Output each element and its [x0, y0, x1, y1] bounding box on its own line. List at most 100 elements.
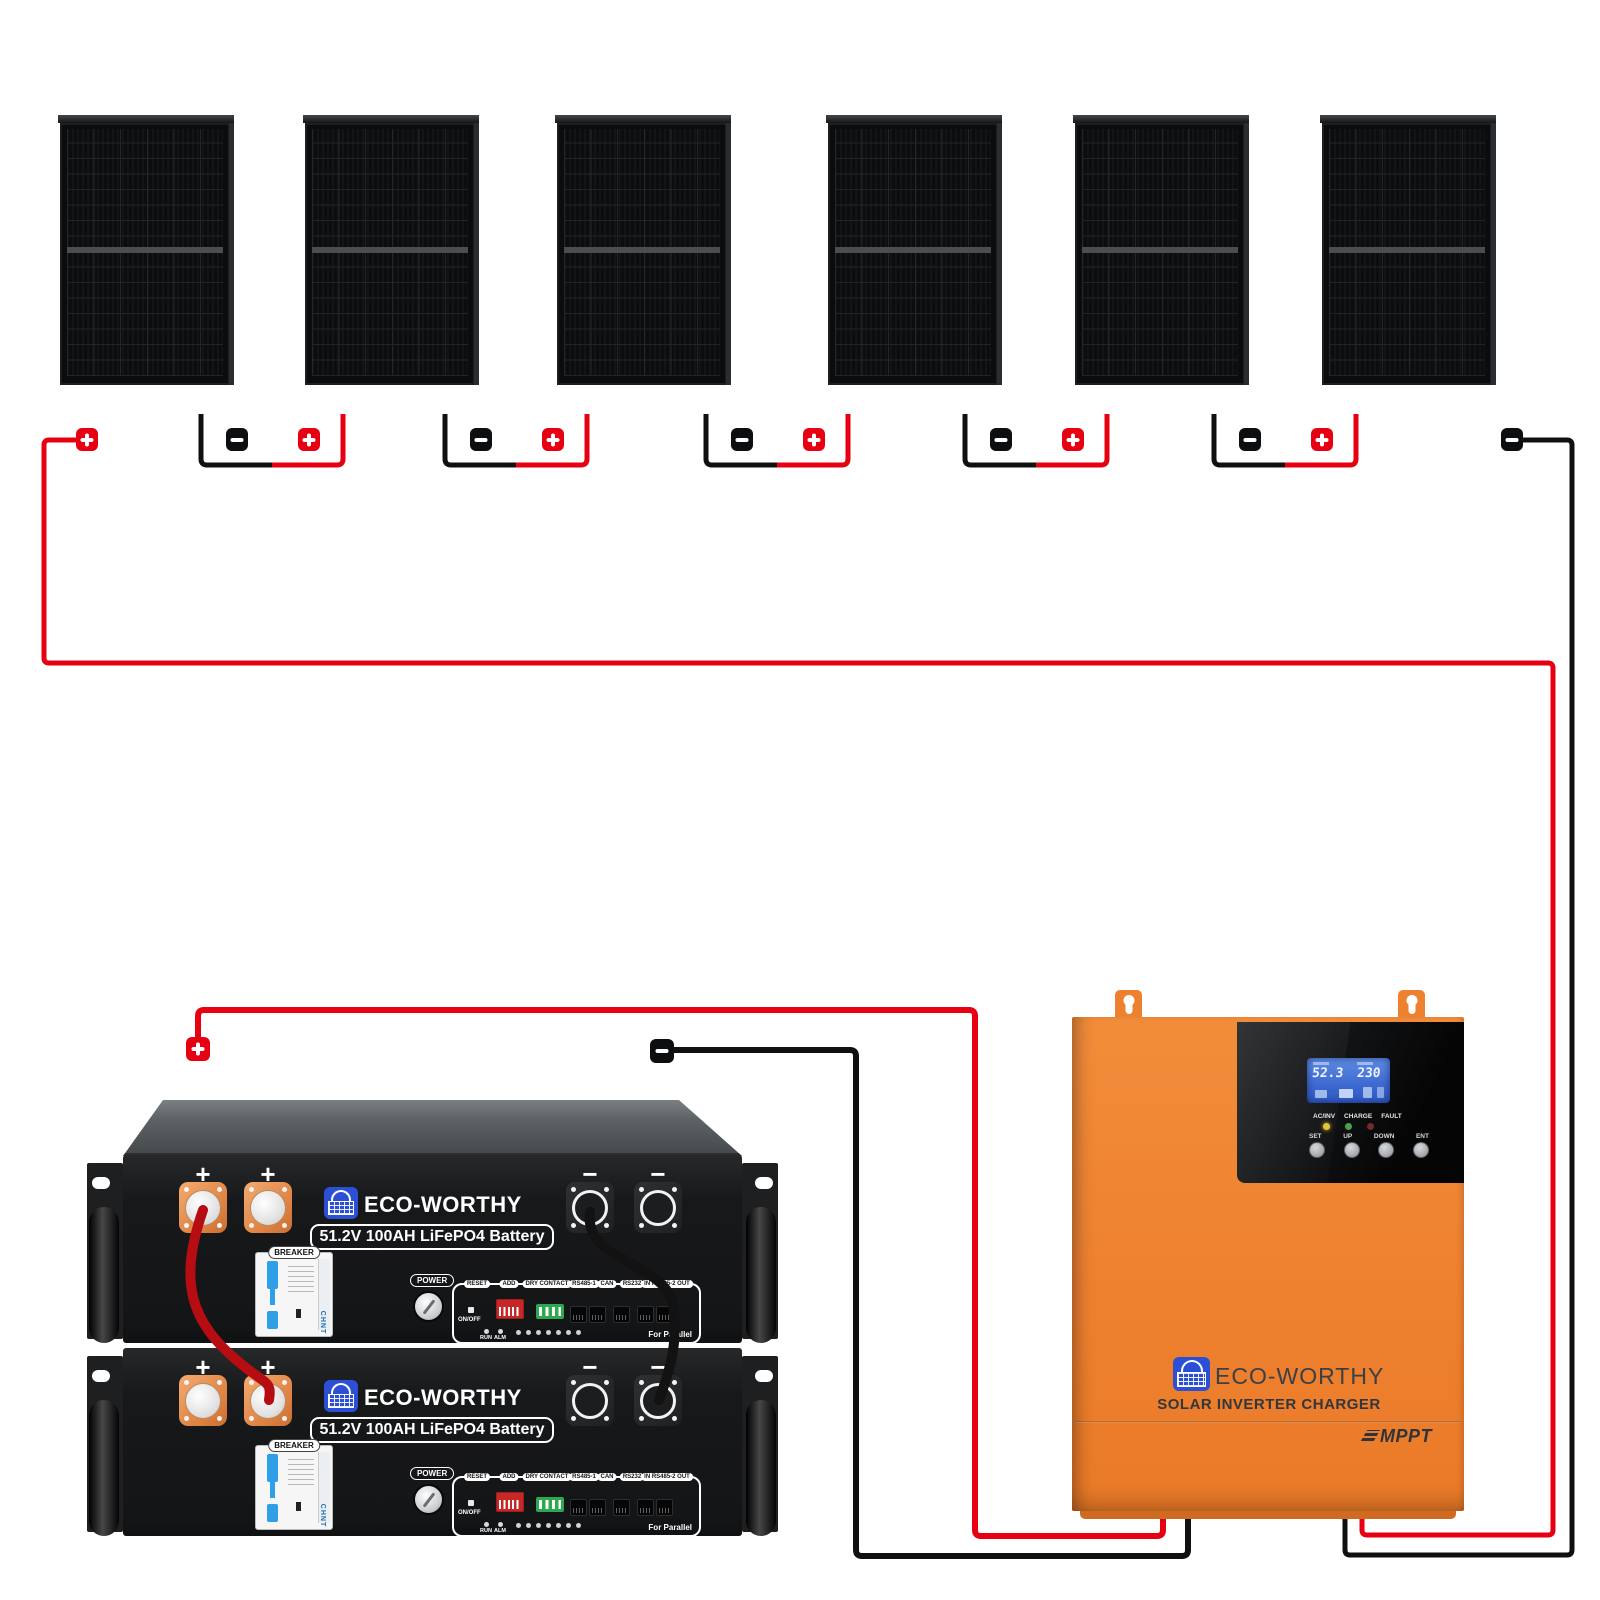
wire-series-1-pos [272, 414, 346, 468]
rack-ear-right [742, 1163, 778, 1343]
power-knob[interactable] [413, 1291, 444, 1322]
negative-terminal-1[interactable] [566, 1375, 614, 1426]
load-status-icon [1377, 1087, 1384, 1098]
breaker-switch[interactable] [267, 1454, 278, 1482]
pv-string-negative-connector-icon [1501, 428, 1523, 451]
button-label: UP [1343, 1133, 1353, 1140]
eco-worthy-logo-icon [324, 1187, 358, 1219]
button-label: SET [1309, 1133, 1322, 1140]
negative-terminal-label: − [650, 1352, 666, 1382]
handle[interactable] [89, 1207, 119, 1343]
led-label: AC/INV [1313, 1113, 1336, 1120]
dip-switch-block[interactable] [496, 1492, 524, 1512]
run-label: RUN [480, 1335, 492, 1341]
panel2-positive-connector-icon [298, 428, 320, 451]
up-button[interactable] [1343, 1142, 1360, 1158]
breaker-side-strip [318, 1452, 330, 1523]
port-label: DRY CONTACT [522, 1473, 572, 1481]
handle[interactable] [746, 1400, 776, 1536]
onoff-button[interactable] [468, 1307, 474, 1313]
led-label: FAULT [1381, 1113, 1402, 1120]
power-label: POWER [410, 1274, 455, 1287]
battery-front-panel: + + − − ECO-WORTHY 51.2V 100AH LiFePO4 B… [123, 1155, 742, 1344]
mounting-tab-left [1115, 990, 1142, 1019]
port-label: IN RS485-2 OUT [641, 1473, 693, 1481]
run-led [484, 1329, 489, 1334]
can-port[interactable] [589, 1499, 606, 1516]
mount-slot [755, 1177, 773, 1189]
port-label: RS232 [619, 1473, 645, 1481]
dip-switch-block[interactable] [496, 1299, 524, 1319]
panel4-positive-connector-icon [803, 428, 825, 451]
inverter-base [1080, 1511, 1456, 1519]
handle[interactable] [746, 1207, 776, 1343]
wire-series-5-neg [1211, 414, 1285, 468]
negative-terminal-label: − [650, 1159, 666, 1189]
solar-panel-5 [1073, 115, 1249, 385]
wire-series-3-pos [777, 414, 851, 468]
soc-led-row [516, 1330, 581, 1335]
battery-model-badge: 51.2V 100AH LiFePO4 Battery [310, 1224, 554, 1250]
rs232-port[interactable] [613, 1499, 630, 1516]
ent-button[interactable] [1412, 1142, 1429, 1158]
power-knob[interactable] [413, 1484, 444, 1515]
battery-model-badge: 51.2V 100AH LiFePO4 Battery [310, 1417, 554, 1443]
breaker-box: BREAKER CHNT [255, 1439, 333, 1530]
solar-panel-4 [826, 115, 1002, 385]
rs485-port[interactable] [570, 1306, 587, 1323]
battery-top-face [123, 1100, 742, 1156]
solar-cells [564, 129, 720, 376]
breaker-side-strip [318, 1259, 330, 1330]
body-crease [1075, 1421, 1461, 1423]
positive-terminal-1[interactable] [179, 1375, 227, 1426]
onoff-label: ON/OFF [458, 1510, 481, 1516]
fault-led [1367, 1123, 1374, 1130]
breaker-spec-text [288, 1455, 314, 1485]
down-button[interactable] [1378, 1142, 1395, 1158]
dry-contact-terminal[interactable] [536, 1497, 564, 1512]
port-label: RS232 [619, 1280, 645, 1288]
eco-worthy-logo-icon [324, 1380, 358, 1412]
rs485-port[interactable] [570, 1499, 587, 1516]
negative-terminal-2[interactable] [634, 1182, 682, 1233]
solar-cells [1329, 129, 1485, 376]
breaker-spec-text [288, 1262, 314, 1292]
positive-terminal-label: + [195, 1352, 211, 1382]
onoff-button[interactable] [468, 1500, 474, 1506]
port-label: RS485-1 [569, 1473, 599, 1481]
battery-positive-connector-icon [186, 1037, 210, 1061]
run-label: RUN [480, 1528, 492, 1534]
jumper-cable-negative [584, 1207, 680, 1405]
led-labels: AC/INV CHARGE FAULT [1313, 1113, 1402, 1120]
led-label: CHARGE [1344, 1113, 1373, 1120]
can-port[interactable] [589, 1306, 606, 1323]
battery-brand: ECO-WORTHY [364, 1192, 522, 1217]
panel3-positive-connector-icon [542, 428, 564, 451]
parallel-in-port[interactable] [637, 1499, 654, 1516]
set-button[interactable] [1309, 1142, 1325, 1158]
port-label: RS485-1 [569, 1280, 599, 1288]
control-buttons [1309, 1142, 1429, 1158]
panel1-negative-connector-icon [226, 428, 248, 451]
breaker-switch[interactable] [267, 1261, 278, 1289]
run-led [484, 1522, 489, 1527]
negative-terminal-label: − [582, 1159, 598, 1189]
panel5-positive-connector-icon [1062, 428, 1084, 451]
port-label: RESET [463, 1473, 491, 1481]
parallel-in-port[interactable] [637, 1306, 654, 1323]
panel3-negative-connector-icon [731, 428, 753, 451]
wire-series-5-pos [1285, 414, 1359, 468]
wire-pv-positive [41, 437, 1556, 1538]
port-label: ADD [499, 1473, 519, 1481]
positive-terminal-2[interactable] [244, 1182, 292, 1233]
rs232-port[interactable] [613, 1306, 630, 1323]
dry-contact-terminal[interactable] [536, 1304, 564, 1319]
solar-panel-1 [58, 115, 234, 385]
port-label: CAN [597, 1473, 617, 1481]
handle[interactable] [89, 1400, 119, 1536]
parallel-out-port[interactable] [656, 1499, 673, 1516]
rack-ear-left [87, 1163, 123, 1343]
positive-terminal-label: + [260, 1159, 276, 1189]
wire-series-4-pos [1036, 414, 1110, 468]
